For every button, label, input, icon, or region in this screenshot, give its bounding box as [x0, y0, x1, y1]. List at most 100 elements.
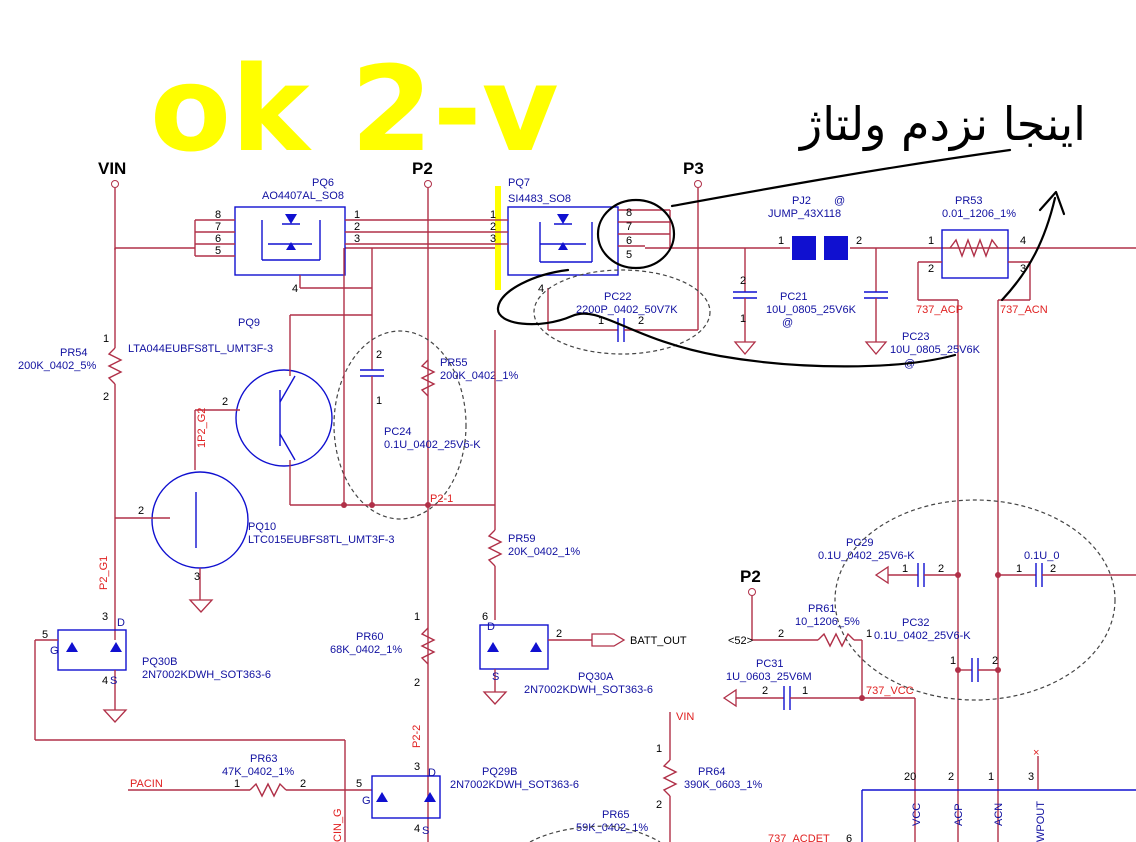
pc29-capacitor: PC29 0.1U_0402_25V6-K 1 2 — [818, 537, 961, 587]
ic-pin-acn: ACN — [993, 803, 1005, 826]
pr63-value: 47K_0402_1% — [222, 766, 294, 778]
pc31-capacitor: PC31 1U_0603_25V6M 2 1 737_VCC — [722, 658, 916, 842]
pc23-value: 10U_0805_25V6K — [890, 344, 981, 356]
pq7-pin-3: 3 — [490, 233, 496, 245]
p2-terminal — [424, 180, 432, 188]
pr54-value: 200K_0402_5% — [18, 360, 97, 372]
pc32-capacitor: PC32 0.1U_0402_25V6-K 1 2 — [874, 617, 1001, 682]
pq9-ref: PQ9 — [238, 317, 260, 329]
pj2-value: JUMP_43X118 — [768, 208, 841, 220]
pq7-pin-6: 6 — [626, 235, 632, 247]
pq29b-pin-5: 5 — [356, 778, 362, 790]
pc29-pc32-highlight — [834, 499, 1116, 701]
pr55-value: 200K_0402_1% — [440, 370, 519, 382]
ic-pin-wpout: WPOUT — [1035, 801, 1047, 842]
pq9-value: LTA044EUBFS8TL_UMT3F-3 — [128, 343, 273, 355]
pc24-value: 0.1U_0402_25V6-K — [384, 439, 481, 451]
pr59-value: 20K_0402_1% — [508, 546, 580, 558]
ic-pin-3: 3 — [1028, 771, 1034, 783]
net-737-acdet: 737_ACDET — [768, 833, 830, 842]
pr64-pin-1: 1 — [656, 743, 662, 755]
pj2-mark: @ — [834, 195, 845, 207]
pc21-ref: PC21 — [780, 291, 808, 303]
pr59-resistor: PR59 20K_0402_1% — [487, 529, 580, 620]
pq29b-ref: PQ29B — [482, 766, 517, 778]
pr64-value: 390K_0603_1% — [684, 779, 763, 791]
net-p2-g1: P2_G1 — [98, 556, 110, 590]
ic-pin-vcc: VCC — [911, 803, 923, 826]
ic-pin-20: 20 — [904, 771, 916, 783]
pq30b-d: D — [117, 617, 125, 629]
pr54-resistor: PR54 200K_0402_5% 1 2 P2_G1 — [18, 248, 123, 640]
handwritten-annotation: اينجا نزدم ولتاژ — [496, 97, 1086, 368]
pr60-pin-1: 1 — [414, 611, 420, 623]
pr54-ref: PR54 — [60, 347, 88, 359]
net-737-vcc: 737_VCC — [866, 685, 914, 697]
pq6-pin-7: 7 — [215, 221, 221, 233]
ic-pin-2: 2 — [948, 771, 954, 783]
pc23-ref: PC23 — [902, 331, 930, 343]
pq30b-g: G — [50, 645, 59, 657]
net-737-acn: 737_ACN — [1000, 304, 1048, 316]
p3-terminal — [694, 180, 702, 188]
pq29b-d: D — [428, 767, 436, 779]
pr54-pin-1: 1 — [103, 333, 109, 345]
pq7-pin-7: 7 — [626, 221, 632, 233]
pq10-pin-2: 2 — [138, 505, 144, 517]
pc31-pin-2: 2 — [762, 685, 768, 697]
pq7-pin-1: 1 — [490, 209, 496, 221]
pc21-value: 10U_0805_25V6K — [766, 304, 857, 316]
rail-label-p2-lower: P2 — [740, 567, 761, 586]
pr61-value: 10_1206_5% — [795, 616, 860, 628]
pc22-pin-2: 2 — [638, 315, 644, 327]
pq29b-mosfet: 5 3 4 D G S PQ29B 2N7002KDWH_SOT363-6 — [356, 761, 579, 837]
pq30b-value: 2N7002KDWH_SOT363-6 — [142, 669, 271, 681]
yellow-annotation: ok 2-v — [150, 40, 559, 178]
pj2-pin-1: 1 — [778, 235, 784, 247]
pc31-pin-1: 1 — [802, 685, 808, 697]
ic-pin-acp: ACP — [953, 803, 965, 826]
pq7-pin-4: 4 — [538, 283, 544, 295]
rail-label-p3: P3 — [683, 159, 704, 178]
pq7-value: SI4483_SO8 — [508, 193, 571, 205]
pc23-capacitor: PC23 10U_0805_25V6K @ — [864, 248, 981, 370]
pq30b-s: S — [110, 675, 117, 687]
pr65-resistor: PR65 59K_0402_1% — [529, 809, 661, 842]
pq6-pin-3: 3 — [354, 233, 360, 245]
pq29b-s: S — [422, 825, 429, 837]
net-p2-1: P2-1 — [430, 493, 453, 505]
pr55-resistor: PR55 200K_0402_1% — [420, 357, 519, 397]
pc24-pin-2: 2 — [376, 349, 382, 361]
net-p2-2: P2-2 — [411, 725, 423, 748]
pq10-value: LTC015EUBFS8TL_UMT3F-3 — [248, 534, 395, 546]
pj2-pin-2: 2 — [856, 235, 862, 247]
pq30b-ref: PQ30B — [142, 656, 177, 668]
pr63-ref: PR63 — [250, 753, 278, 765]
pq30a-s: S — [492, 671, 499, 683]
pr60-value: 68K_0402_1% — [330, 644, 402, 656]
pq29b-pin-4: 4 — [414, 823, 420, 835]
pc22-value: 2200P_0402_50V7K — [576, 304, 678, 316]
net-pacin: PACIN — [130, 778, 163, 790]
pc24-capacitor: 2 1 PC24 0.1U_0402_25V6-K — [333, 248, 481, 520]
net-737-acp: 737_ACP — [916, 304, 963, 316]
pr54-pin-2: 2 — [103, 391, 109, 403]
main-power-line — [114, 188, 1136, 842]
pq6-ref: PQ6 — [312, 177, 334, 189]
pc29b-value: 0.1U_0 — [1024, 550, 1059, 562]
net-batt-out: BATT_OUT — [630, 635, 687, 647]
pq30a-pin-6: 6 — [482, 611, 488, 623]
pq7-pin-5: 5 — [626, 249, 632, 261]
pr63-pin-2: 2 — [300, 778, 306, 790]
pq30b-pin-4: 4 — [102, 675, 108, 687]
ref-52: <52> — [728, 635, 753, 647]
pc32-value: 0.1U_0402_25V6-K — [874, 630, 971, 642]
net-vin-tap: VIN — [676, 711, 694, 723]
vin-terminal — [111, 180, 119, 188]
pc21-pin-1: 1 — [740, 313, 746, 325]
wpout-no-connect: × — [1033, 747, 1039, 759]
pr65-ref: PR65 — [602, 809, 630, 821]
pq30a-d: D — [487, 621, 495, 633]
p2-lower-terminal — [748, 588, 756, 596]
